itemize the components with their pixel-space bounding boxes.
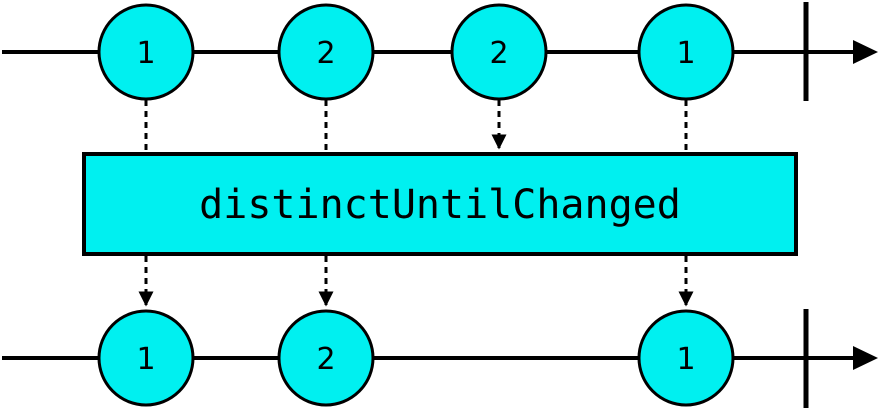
marble-value: 1 bbox=[136, 342, 155, 377]
output-marbles: 1 2 1 bbox=[97, 309, 735, 407]
input-marble: 1 bbox=[97, 3, 195, 101]
marble-value: 1 bbox=[676, 36, 695, 71]
marble-circle bbox=[97, 3, 195, 101]
marble-circle bbox=[277, 3, 375, 101]
marble-circle bbox=[277, 309, 375, 407]
input-timeline-arrowhead bbox=[853, 40, 878, 64]
marble-circle bbox=[97, 309, 195, 407]
output-marble: 1 bbox=[97, 309, 195, 407]
input-marble: 2 bbox=[450, 3, 548, 101]
marble-value: 2 bbox=[316, 342, 335, 377]
output-marble: 2 bbox=[277, 309, 375, 407]
marble-value: 1 bbox=[136, 36, 155, 71]
marble-value: 1 bbox=[676, 342, 695, 377]
marble-circle bbox=[637, 309, 735, 407]
output-timeline-arrowhead bbox=[853, 346, 878, 370]
input-marbles: 1 2 2 1 bbox=[97, 3, 735, 101]
marble-value: 2 bbox=[489, 36, 508, 71]
output-marble: 1 bbox=[637, 309, 735, 407]
output-connectors bbox=[138, 256, 694, 307]
marble-circle bbox=[637, 3, 735, 101]
marble-value: 2 bbox=[316, 36, 335, 71]
operator-box: distinctUntilChanged bbox=[82, 152, 798, 256]
operator-label: distinctUntilChanged bbox=[199, 182, 681, 228]
operator-rect bbox=[82, 152, 798, 256]
marble-circle bbox=[450, 3, 548, 101]
input-marble: 1 bbox=[637, 3, 735, 101]
input-connectors bbox=[144, 100, 688, 152]
input-marble: 2 bbox=[277, 3, 375, 101]
